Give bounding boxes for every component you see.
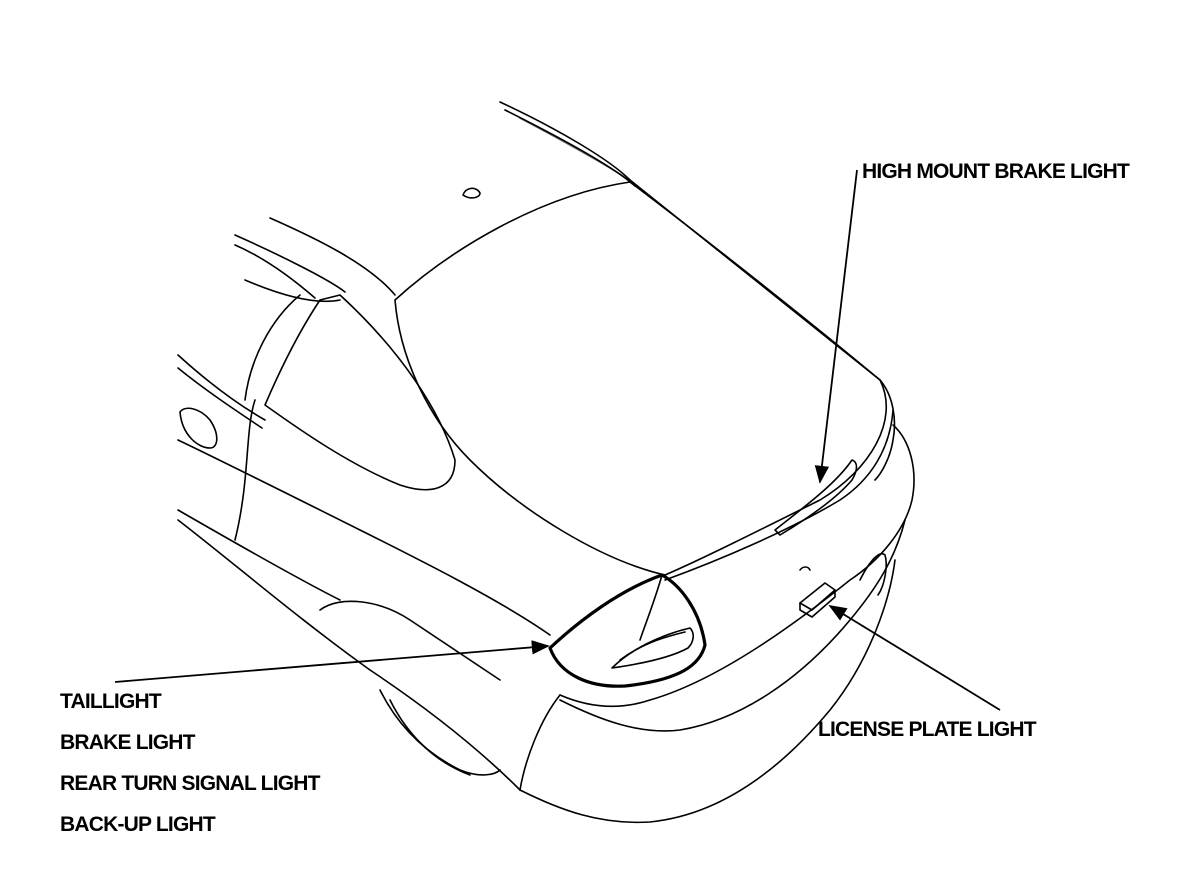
rear-turn-signal-light-label: REAR TURN SIGNAL LIGHT <box>60 773 320 794</box>
license-plate-light-leader <box>830 606 1000 710</box>
taillight-label: TAILLIGHT <box>60 691 161 712</box>
high-mount-brake-light-label: HIGH MOUNT BRAKE LIGHT <box>862 161 1129 182</box>
back-up-light-label: BACK-UP LIGHT <box>60 814 215 835</box>
brake-light-label: BRAKE LIGHT <box>60 732 195 753</box>
high-mount-brake-light-leader <box>820 170 857 482</box>
car-body-outline <box>178 102 914 822</box>
taillight-leader <box>115 646 548 682</box>
license-plate-light-label: LICENSE PLATE LIGHT <box>818 719 1036 740</box>
